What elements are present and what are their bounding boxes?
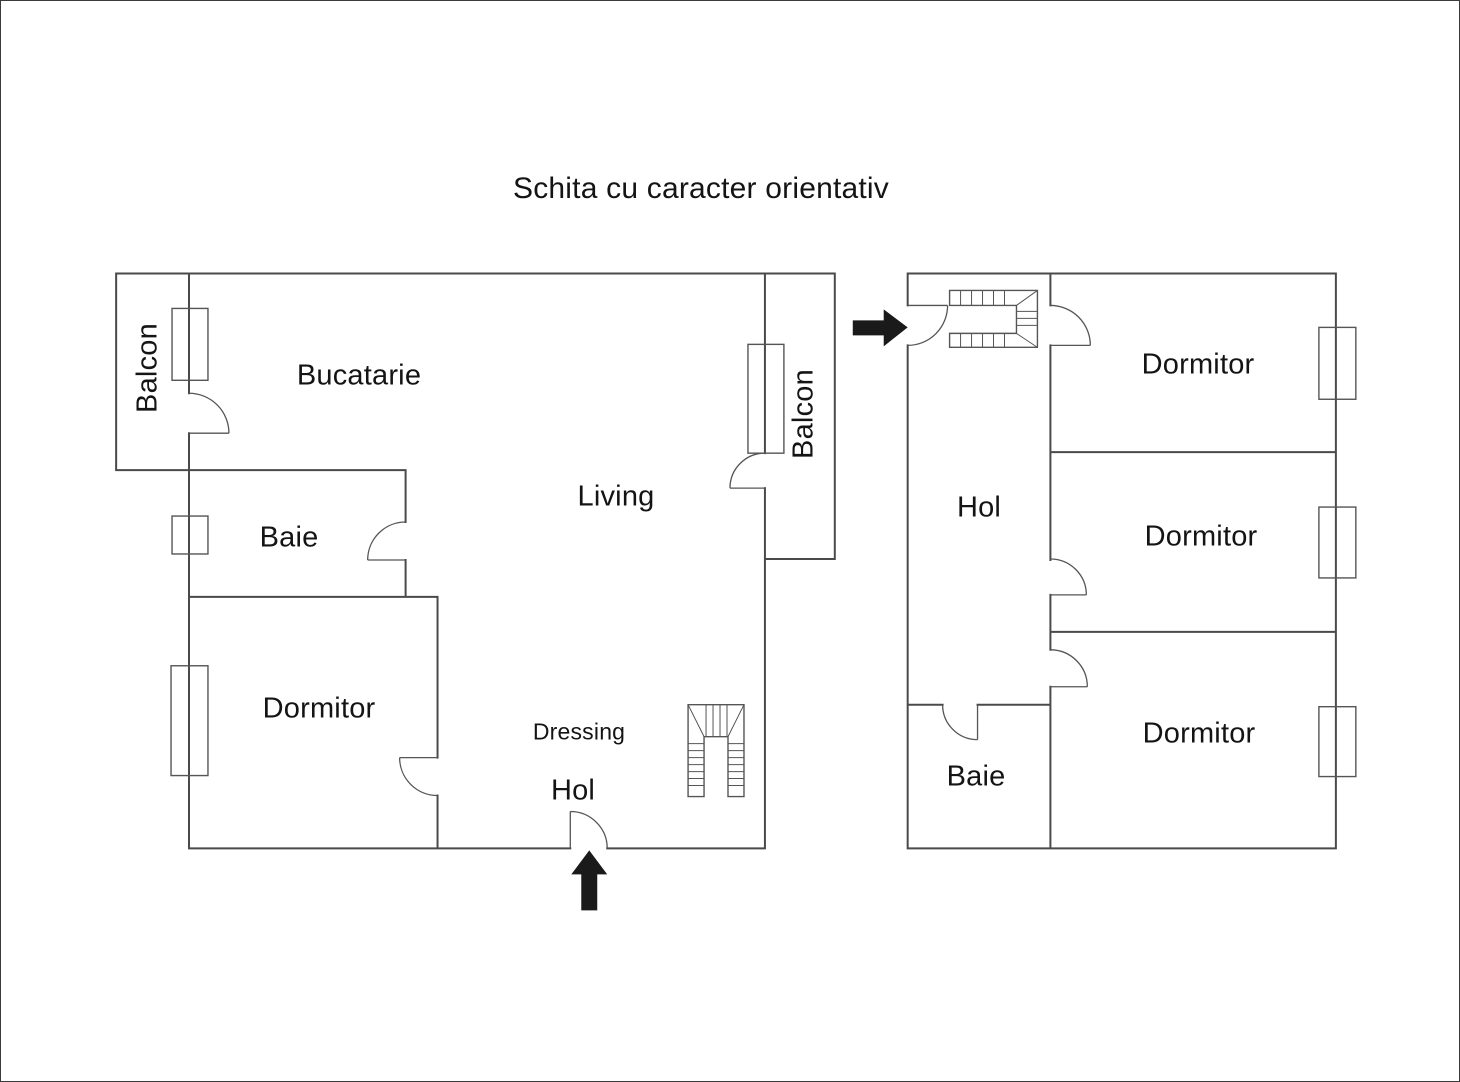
floor2-walls [906, 272, 1337, 850]
floor2-plan [852, 272, 1357, 850]
window-icon [171, 307, 209, 381]
room-label-balcon-right: Balcon [787, 369, 820, 459]
room-label-baie-floor2: Baie [946, 760, 1006, 793]
floor1-walls [115, 272, 836, 850]
room-label-hol-floor2: Hol [956, 491, 1002, 524]
floor1-stairs-icon [687, 703, 745, 798]
window-icon [171, 515, 209, 555]
room-label-balcon-left: Balcon [131, 323, 164, 413]
room-label-dormitor-floor1: Dormitor [262, 692, 376, 725]
window-icon [1318, 326, 1357, 400]
entrance-arrow-icon [571, 850, 608, 911]
floor2-stairs-icon [948, 289, 1039, 349]
page-title: Schita cu caracter orientativ [513, 172, 889, 205]
floor2-door-arcs [907, 304, 1091, 741]
room-label-dormitor-top: Dormitor [1141, 348, 1255, 381]
room-label-baie-floor1: Baie [259, 521, 319, 554]
floor1-windows [170, 307, 785, 777]
room-label-bucatarie: Bucatarie [296, 359, 422, 392]
floor2-windows [1318, 326, 1357, 778]
room-label-dressing: Dressing [532, 718, 626, 745]
floor1-plan [115, 272, 836, 911]
floor-link-arrow-icon [852, 309, 908, 347]
window-icon [1318, 506, 1357, 579]
stairs-treads [687, 704, 745, 787]
room-label-living: Living [577, 480, 655, 513]
room-label-hol-floor1: Hol [550, 774, 596, 807]
room-label-dormitor-mid: Dormitor [1144, 520, 1258, 553]
window-icon [1318, 705, 1357, 778]
window-icon [747, 343, 785, 454]
window-icon [170, 665, 209, 777]
stairs-treads [960, 290, 1038, 348]
floor1-door-arcs [189, 392, 765, 849]
room-label-dormitor-bottom: Dormitor [1142, 717, 1256, 750]
